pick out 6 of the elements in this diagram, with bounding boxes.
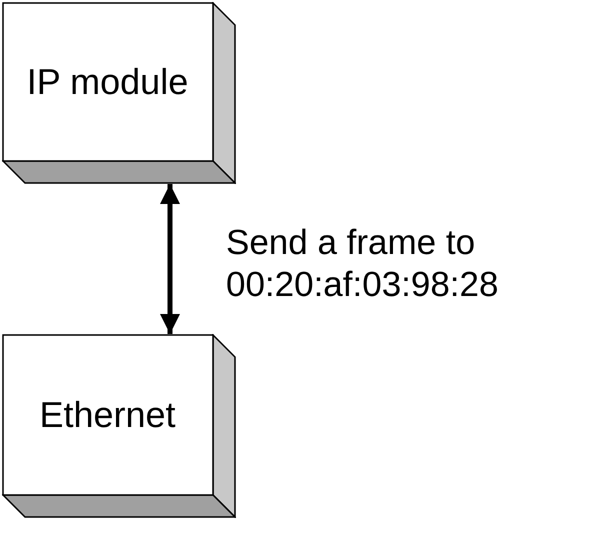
beveled-box <box>2 2 236 184</box>
box-label: IP module <box>26 60 188 104</box>
edge-label: Send a frame to 00:20:af:03:98:28 <box>226 222 500 306</box>
double-arrow <box>160 184 180 334</box>
beveled-box <box>2 334 236 518</box>
box-label: Ethernet <box>39 393 176 437</box>
